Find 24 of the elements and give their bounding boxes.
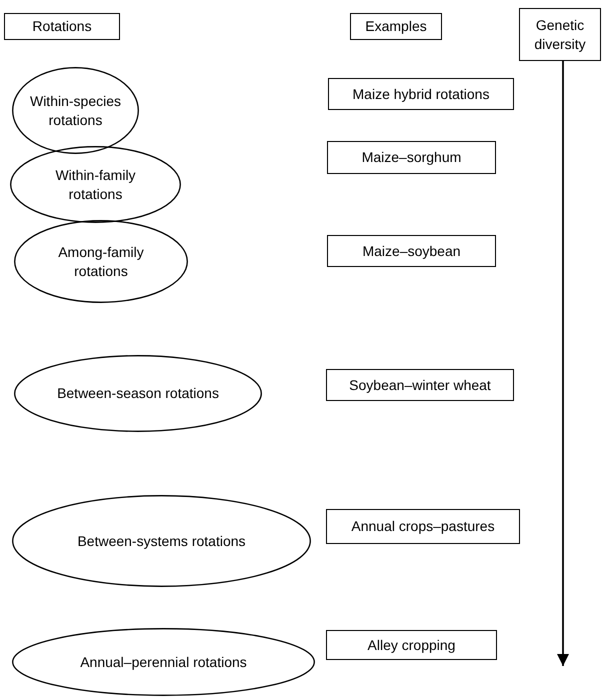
rotation-label: Among-family rotations <box>57 243 145 280</box>
label-text: Maize hybrid rotations <box>352 84 490 104</box>
example-box <box>327 235 496 267</box>
label-text: Rotations <box>32 17 92 36</box>
rotation-label: Within-species rotations <box>28 92 122 129</box>
label-text: Soybean–winter wheat <box>349 376 491 394</box>
rotation-label: Annual–perennial rotations <box>80 652 247 672</box>
example-box <box>326 509 520 544</box>
rotation-label: Within-family rotations <box>54 166 137 203</box>
rotation-label: Between-systems rotations <box>77 532 246 550</box>
column-heading <box>350 13 442 40</box>
label-text: Alley cropping <box>368 636 456 654</box>
axis-heading <box>519 8 601 61</box>
label-text: Maize–soybean <box>362 242 461 260</box>
label-text: Annual crops–pastures <box>351 517 495 536</box>
example-box <box>327 141 496 174</box>
example-box <box>326 630 497 660</box>
example-box <box>326 369 514 401</box>
label-text: Genetic diversity <box>533 16 587 53</box>
column-heading <box>4 13 120 40</box>
label-text: Examples <box>365 17 427 36</box>
example-box <box>328 78 514 110</box>
label-text: Maize–sorghum <box>362 148 462 167</box>
rotation-label: Between-season rotations <box>57 384 219 403</box>
